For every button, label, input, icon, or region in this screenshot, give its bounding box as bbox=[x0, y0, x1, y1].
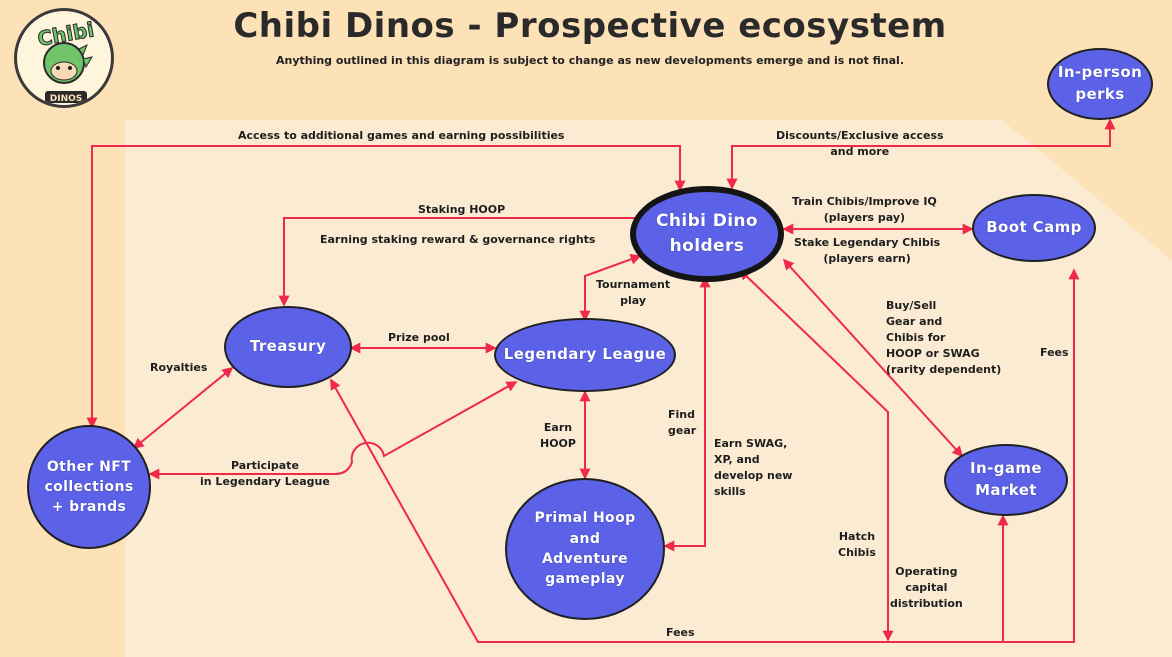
label-prize-pool: Prize pool bbox=[388, 331, 450, 344]
label-tournament-play: Tournament play bbox=[596, 278, 671, 307]
chibi-dinos-logo: Chibi DINOS bbox=[14, 8, 114, 108]
arrow-participate bbox=[148, 381, 518, 480]
page-subtitle: Anything outlined in this diagram is sub… bbox=[275, 54, 905, 67]
label-staking-hoop: Staking HOOP bbox=[418, 203, 506, 216]
label-operating-capital: Operating capital distribution bbox=[890, 565, 963, 610]
arrow-perks bbox=[726, 118, 1116, 190]
label-fees-bottom: Fees bbox=[666, 626, 695, 639]
label-hatch-chibis: Hatch Chibis bbox=[838, 530, 876, 559]
node-in-game-market: In-game Market bbox=[944, 444, 1068, 516]
label-train-chibis: Train Chibis/Improve IQ (players pay) bbox=[792, 195, 937, 224]
node-in-person-perks: In-person perks bbox=[1047, 48, 1153, 120]
label-royalties: Royalties bbox=[150, 361, 208, 374]
node-chibi-dino-holders: Chibi Dino holders bbox=[630, 186, 784, 282]
label-buy-sell: Buy/Sell Gear and Chibis for HOOP or SWA… bbox=[886, 299, 1002, 376]
label-earn-hoop: Earn HOOP bbox=[540, 421, 576, 450]
label-earn-swag: Earn SWAG, XP, and develop new skills bbox=[714, 437, 793, 498]
label-participate: Participate in Legendary League bbox=[200, 459, 330, 488]
label-earning-staking: Earning staking reward & governance righ… bbox=[320, 233, 596, 246]
label-stake-legendary: Stake Legendary Chibis (players earn) bbox=[794, 236, 941, 265]
label-discounts: Discounts/Exclusive access and more bbox=[776, 129, 944, 158]
node-primal-hoop-gameplay: Primal Hoop and Adventure gameplay bbox=[505, 478, 665, 620]
label-access-games: Access to additional games and earning p… bbox=[238, 129, 565, 142]
label-find-gear: Find gear bbox=[668, 408, 697, 437]
logo-subtitle: DINOS bbox=[50, 94, 82, 104]
arrow-access-games bbox=[86, 145, 686, 429]
page-title: Chibi Dinos - Prospective ecosystem bbox=[233, 6, 947, 46]
node-treasury: Treasury bbox=[224, 306, 352, 388]
label-fees-right: Fees bbox=[1040, 346, 1069, 359]
arrow-fees-bottom bbox=[330, 268, 1080, 643]
dino-mascot-icon: Chibi DINOS bbox=[35, 17, 96, 104]
node-boot-camp: Boot Camp bbox=[972, 194, 1096, 262]
node-legendary-league: Legendary League bbox=[494, 318, 676, 392]
node-other-nft-collections: Other NFT collections + brands bbox=[27, 425, 151, 549]
arrow-staking bbox=[278, 212, 654, 307]
